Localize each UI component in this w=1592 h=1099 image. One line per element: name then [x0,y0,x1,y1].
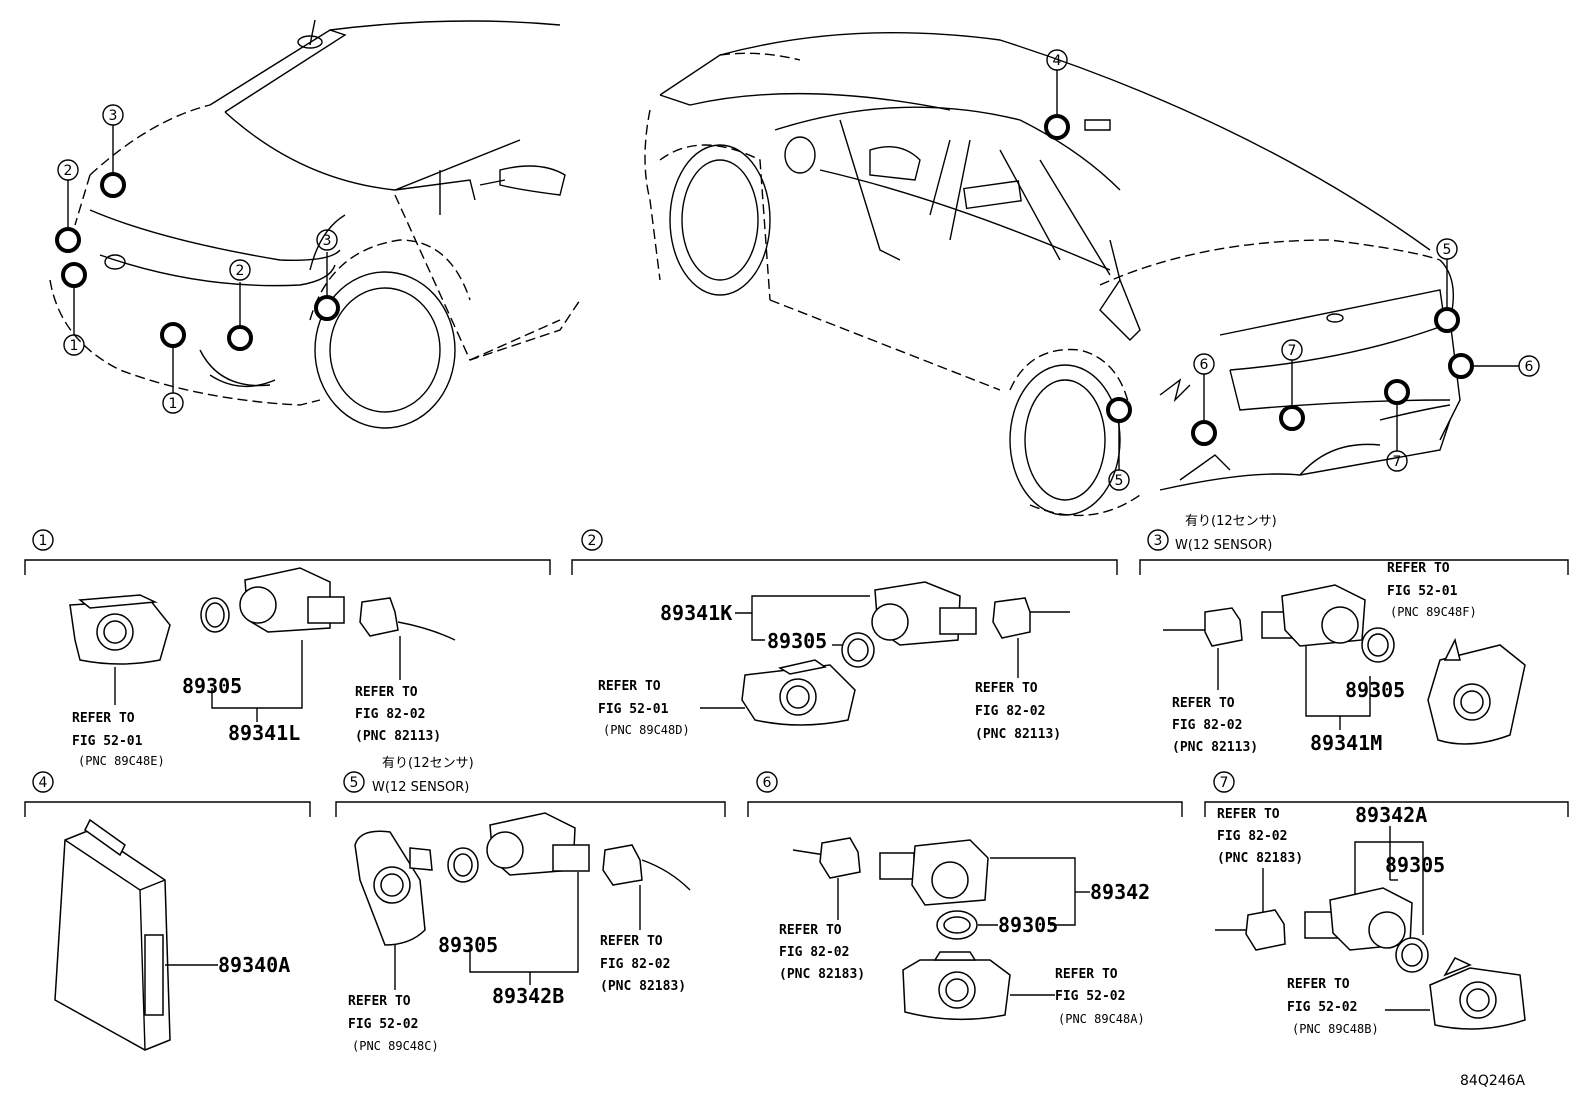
section-3-refer-2: REFER TO [1387,561,1450,576]
section-5-pn-89342B: 89342B [492,984,564,1008]
svg-text:3: 3 [323,233,332,249]
section-badge-6: 6 [756,771,778,793]
section-7-refer-1-fig: FIG 82-02 [1217,829,1287,844]
svg-text:1: 1 [39,533,48,549]
svg-text:7: 7 [1220,775,1229,791]
svg-text:5: 5 [1115,473,1124,489]
svg-text:6: 6 [763,775,772,791]
section-1-pn-89341L: 89341L [228,721,300,745]
section-2-refer-2: REFER TO [975,681,1038,696]
section-2-parts [700,581,1070,726]
section-frames [24,559,1569,817]
section-6-refer-1: REFER TO [779,923,842,938]
rear-car-illustration [644,32,1461,517]
section-3-parts [1163,584,1526,745]
section-4-parts [54,818,218,1051]
section-badge-5: 5 [343,771,365,793]
section-5-parts [354,812,691,990]
section-7-refer-2-fig: FIG 52-02 [1287,1000,1357,1015]
section-4-pn-89340A: 89340A [218,953,290,977]
section-3-refer-2-pnc: (PNC 89C48F) [1390,605,1477,619]
svg-text:4: 4 [39,775,48,791]
section-7-refer-2: REFER TO [1287,977,1350,992]
svg-text:2: 2 [588,533,597,549]
section-2-pn-89341K: 89341K [660,601,732,625]
section-5-refer-2-fig: FIG 82-02 [600,957,670,972]
svg-text:1: 1 [70,338,79,354]
section-6-pn-89305: 89305 [998,913,1058,937]
section-5-refer-1-pnc: (PNC 89C48C) [352,1039,439,1053]
svg-text:5: 5 [1443,242,1452,258]
section-6-refer-2-pnc: (PNC 89C48A) [1058,1012,1145,1026]
section-6-refer-2: REFER TO [1055,967,1118,982]
section-1-refer-1: REFER TO [72,711,135,726]
svg-text:3: 3 [109,108,118,124]
section-3-pn-89341M: 89341M [1310,731,1382,755]
svg-text:7: 7 [1393,454,1402,470]
section-badge-4: 4 [32,771,54,793]
section-1-parts [69,567,456,722]
diagram-id: 84Q246A [1460,1073,1526,1089]
section-3-pn-89305: 89305 [1345,678,1405,702]
section-5-refer-2: REFER TO [600,934,663,949]
section-3-refer-1-fig: FIG 82-02 [1172,718,1242,733]
section-2-refer-2-pnc: (PNC 82113) [975,727,1061,742]
section-2-pn-89305: 89305 [767,629,827,653]
front-sensor-callouts: 3 2 1 1 2 3 [55,104,340,414]
section-6-refer-2-fig: FIG 52-02 [1055,989,1125,1004]
section-1-refer-2: REFER TO [355,685,418,700]
section-badge-1: 1 [32,529,54,551]
section-5-refer-1-fig: FIG 52-02 [348,1017,418,1032]
section-6-refer-1-fig: FIG 82-02 [779,945,849,960]
section-7-refer-1: REFER TO [1217,807,1280,822]
svg-text:4: 4 [1053,53,1062,69]
section-badge-7: 7 [1213,771,1235,793]
section-5-note-jp: 有り(12センサ) [382,756,474,771]
svg-text:5: 5 [350,775,359,791]
section-5-refer-1: REFER TO [348,994,411,1009]
section-7-parts [1215,826,1526,1030]
section-2-refer-1: REFER TO [598,679,661,694]
section-2-refer-2-fig: FIG 82-02 [975,704,1045,719]
svg-text:6: 6 [1200,357,1209,373]
rear-sensor-callouts: 4 5 6 5 6 7 7 [1044,49,1540,491]
section-6-pn-89342: 89342 [1090,880,1150,904]
svg-text:2: 2 [236,263,245,279]
section-6-refer-1-pnc: (PNC 82183) [779,967,865,982]
svg-text:3: 3 [1154,533,1163,549]
section-3-note-en: W(12 SENSOR) [1175,538,1272,553]
section-7-pn-89342A: 89342A [1355,803,1427,827]
section-1-refer-1-pnc: (PNC 89C48E) [78,754,165,768]
section-2-refer-1-pnc: (PNC 89C48D) [603,723,690,737]
section-1-refer-2-fig: FIG 82-02 [355,707,425,722]
section-1-refer-1-fig: FIG 52-01 [72,734,143,749]
svg-text:7: 7 [1288,343,1297,359]
section-7-pn-89305: 89305 [1385,853,1445,877]
section-1-refer-2-pnc: (PNC 82113) [355,729,441,744]
section-5-note-en: W(12 SENSOR) [372,780,469,795]
section-3-refer-2-fig: FIG 52-01 [1387,584,1458,599]
section-3-refer-1: REFER TO [1172,696,1235,711]
section-5-pn-89305: 89305 [438,933,498,957]
section-1-pn-89305: 89305 [182,674,242,698]
section-6-parts [792,837,1090,1021]
section-2-refer-1-fig: FIG 52-01 [598,702,669,717]
section-3-refer-1-pnc: (PNC 82113) [1172,740,1258,755]
svg-text:2: 2 [64,163,73,179]
section-7-refer-2-pnc: (PNC 89C48B) [1292,1022,1379,1036]
svg-text:6: 6 [1525,359,1534,375]
front-car-illustration [49,19,581,429]
section-5-refer-2-pnc: (PNC 82183) [600,979,686,994]
section-badge-3: 3 [1147,529,1169,551]
section-3-note-jp: 有り(12センサ) [1185,514,1277,529]
section-badge-2: 2 [581,529,603,551]
section-7-refer-1-pnc: (PNC 82183) [1217,851,1303,866]
svg-text:1: 1 [169,396,178,412]
